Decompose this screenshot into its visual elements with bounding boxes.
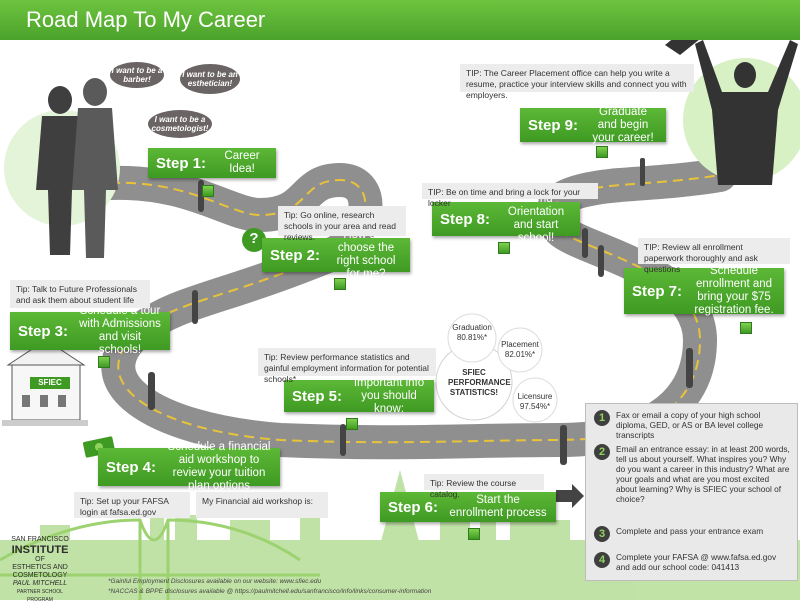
logo-line: INSTITUTE <box>11 544 69 556</box>
arrow-icon <box>556 484 584 508</box>
step-number: Step 4: <box>106 458 157 476</box>
step-badge-icon <box>334 278 346 290</box>
stat-center: SFIEC PERFORMANCE STATISTICS! <box>448 368 511 397</box>
step-3-box: Step 3: Schedule a tour with Admissions … <box>10 305 170 356</box>
step-8-box: Step 8: Attend Orientation and start sch… <box>432 193 580 244</box>
people-silhouettes <box>36 78 118 258</box>
step-text: Schedule a financial aid workshop to rev… <box>167 441 271 492</box>
checklist-text: Complete and pass your entrance exam <box>616 526 764 536</box>
tip-financial-aid-workshop: My Financial aid workshop is: <box>196 492 328 518</box>
step-text: Important info you should know: <box>353 376 425 415</box>
checklist-number: 1 <box>594 410 610 426</box>
logo-line: ESTHETICS AND <box>12 564 68 571</box>
school-sign: SFIEC <box>30 377 70 389</box>
step-5-box: Step 5: Important info you should know: <box>284 377 434 415</box>
step-badge-icon <box>740 322 752 334</box>
checklist-text: Email an entrance essay: in at least 200… <box>616 444 790 504</box>
checklist-item: 4 Complete your FAFSA @ www.fafsa.ed.gov… <box>594 552 791 572</box>
step-text: Graduate and begin your career! <box>592 105 654 144</box>
step-number: Step 5: <box>292 387 343 405</box>
step-number: Step 7: <box>632 282 683 300</box>
step-1-box: Step 1: Career Idea! <box>148 148 276 178</box>
tip-step-5: Tip: Review performance statistics and g… <box>258 348 436 384</box>
checklist-item: 3 Complete and pass your entrance exam <box>594 526 791 542</box>
step-2-box: Step 2: How do I choose the right school… <box>262 229 410 280</box>
step-4-box: Step 4: Schedule a financial aid worksho… <box>98 441 280 492</box>
step-text: Career Idea! <box>224 150 260 175</box>
logo-line: PARTNER SCHOOL PROGRAM <box>17 589 63 603</box>
step-7-box: Step 7: Schedule enrollment and bring yo… <box>624 265 784 316</box>
speech-bubble-barber: I want to be a barber! <box>110 62 164 88</box>
checklist-item: 2 Email an entrance essay: in at least 2… <box>594 444 791 504</box>
logo-line: COSMETOLOGY <box>12 572 68 579</box>
tip-step-8: TIP: Be on time and bring a lock for you… <box>422 183 598 208</box>
step-number: Step 3: <box>18 322 69 340</box>
question-mark-icon: ? <box>249 230 259 247</box>
footnote-naccas: *NACCAS & BPPE disclosures available @ h… <box>108 588 432 595</box>
stat-licensure-label: Licensure <box>517 392 553 401</box>
step-number: Step 2: <box>270 246 321 264</box>
question-badge <box>242 228 266 252</box>
step-badge-icon <box>346 418 358 430</box>
page-title: Road Map To My Career <box>0 0 800 40</box>
step-number: Step 1: <box>156 154 207 172</box>
checklist-text: Fax or email a copy of your high school … <box>616 410 764 440</box>
step-text: Start the enrollment process <box>449 494 547 519</box>
checklist-number: 4 <box>594 552 610 568</box>
step-number: Step 6: <box>388 498 439 516</box>
step-text: How do I choose the right school for me? <box>336 229 396 280</box>
walkers <box>148 158 693 465</box>
school-building <box>2 339 88 426</box>
tip-step-3: Tip: Talk to Future Professionals and as… <box>10 280 150 308</box>
speech-bubble-cosmetologist: I want to be a cosmetologist! <box>148 110 212 138</box>
step-badge-icon <box>202 185 214 197</box>
tip-step-6: Tip: Review the course catalog. <box>424 474 544 499</box>
step-number: Step 9: <box>528 116 579 134</box>
step-text: Attend Orientation and start school! <box>507 193 565 244</box>
school-logo: SAN FRANCISCO INSTITUTE OF ESTHETICS AND… <box>4 536 76 604</box>
stat-licensure-value: 97.54%* <box>519 402 551 411</box>
step-number: Step 8: <box>440 210 491 228</box>
step-badge-icon <box>468 528 480 540</box>
checklist-item: 1 Fax or email a copy of your high schoo… <box>594 410 791 440</box>
tip-step-4: Tip: Set up your FAFSA login at fafsa.ed… <box>74 492 190 518</box>
step-9-box: Step 9: Graduate and begin your career! <box>520 105 666 144</box>
tip-step-7: TIP: Review all enrollment paperwork tho… <box>638 238 790 274</box>
stat-placement-label: Placement <box>501 340 539 349</box>
speech-bubble-esthetician: I want to be an esthetician! <box>180 64 240 94</box>
checklist-text: Complete your FAFSA @ www.fafsa.ed.gov a… <box>616 552 777 572</box>
step-badge-icon <box>98 356 110 368</box>
tip-step-2: Tip: Go online, research schools in your… <box>278 206 406 242</box>
logo-line: PAUL MITCHELL <box>12 580 68 587</box>
bridge <box>0 518 320 600</box>
checklist-number: 2 <box>594 444 610 460</box>
logo-line: SAN FRANCISCO <box>11 536 69 543</box>
step-6-box: Step 6: Start the enrollment process <box>380 492 556 522</box>
step-badge-icon <box>498 242 510 254</box>
step-text: Schedule a tour with Admissions and visi… <box>79 305 161 356</box>
logo-line: OF <box>35 556 45 563</box>
stat-graduation-value: 80.81%* <box>456 333 488 342</box>
step-badge-icon <box>596 146 608 158</box>
tip-step-9: TIP: The Career Placement office can hel… <box>460 64 694 100</box>
stat-placement-value: 82.01%* <box>504 350 536 359</box>
checklist-number: 3 <box>594 526 610 542</box>
footnote-gainful: *Gainful Employment Disclosures availabl… <box>108 578 322 585</box>
stat-graduation-label: Graduation <box>452 323 492 332</box>
enrollment-checklist: 1 Fax or email a copy of your high schoo… <box>585 403 798 581</box>
step-text: Schedule enrollment and bring your $75 r… <box>694 265 774 316</box>
